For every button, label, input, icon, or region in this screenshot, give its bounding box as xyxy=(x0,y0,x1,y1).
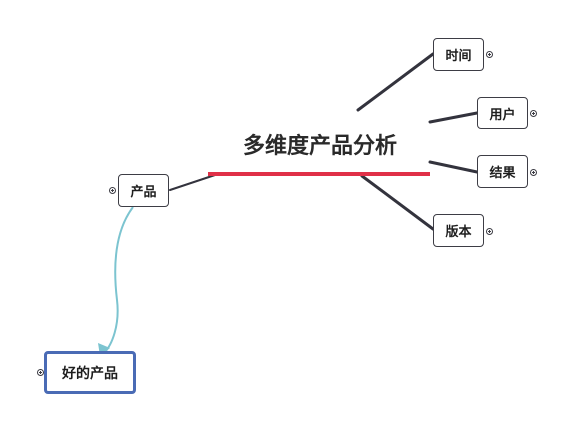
topic-yonghu[interactable]: 用户 xyxy=(477,97,528,129)
topic-haode-chanpin[interactable]: 好的产品 xyxy=(44,351,136,394)
topic-jieguo[interactable]: 结果 xyxy=(477,155,528,188)
branch-line-yonghu xyxy=(428,111,479,124)
expand-toggle-chanpin-icon[interactable] xyxy=(109,187,116,194)
expand-toggle-yonghu-icon[interactable] xyxy=(530,110,537,117)
topic-banben-label: 版本 xyxy=(445,225,472,240)
expand-toggle-haode-chanpin-icon[interactable] xyxy=(37,369,44,376)
branch-line-banben xyxy=(360,174,435,231)
relationship-curve xyxy=(103,206,134,354)
expand-toggle-shijian-icon[interactable] xyxy=(486,51,493,58)
expand-toggle-banben-icon[interactable] xyxy=(486,228,493,235)
topic-chanpin[interactable]: 产品 xyxy=(118,174,169,207)
topic-shijian[interactable]: 时间 xyxy=(433,38,484,71)
branch-line-chanpin xyxy=(169,174,216,191)
topic-banben[interactable]: 版本 xyxy=(433,214,484,247)
central-topic-underline xyxy=(208,172,430,176)
topic-haode-chanpin-label: 好的产品 xyxy=(62,365,118,382)
branch-line-shijian xyxy=(356,52,435,112)
central-topic[interactable]: 多维度产品分析 xyxy=(242,134,397,159)
topic-jieguo-label: 结果 xyxy=(489,166,516,181)
topic-yonghu-label: 用户 xyxy=(489,107,516,123)
topic-chanpin-label: 产品 xyxy=(130,185,157,200)
branch-line-jieguo xyxy=(428,160,479,174)
topic-shijian-label: 时间 xyxy=(445,49,472,64)
expand-toggle-jieguo-icon[interactable] xyxy=(530,169,537,176)
